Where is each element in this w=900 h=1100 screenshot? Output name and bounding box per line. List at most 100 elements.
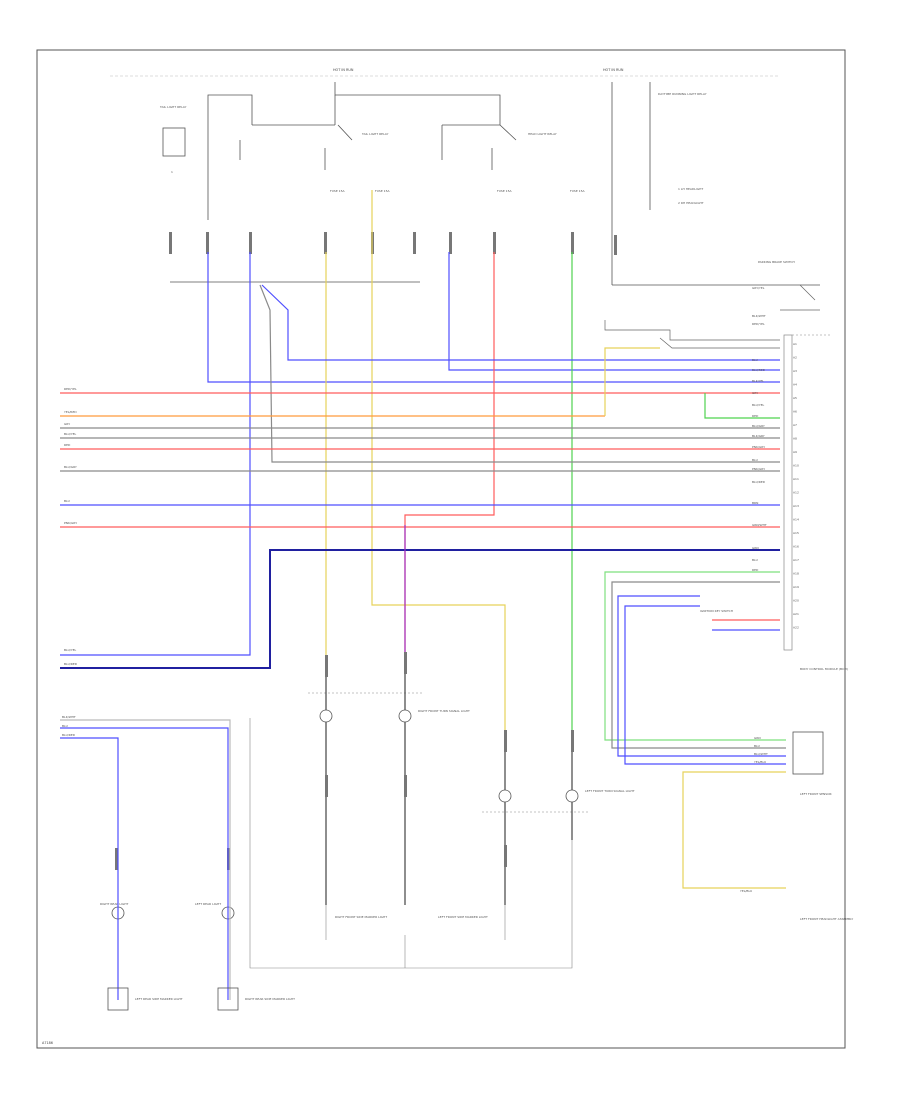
sensor-wire-label: YEL/BLU: [754, 760, 766, 764]
connector-tag: A16: [793, 545, 799, 549]
lamp-wires: [325, 660, 573, 905]
right-wire-label: BLU: [752, 358, 758, 362]
lamp-rh-rear-bottom: RIGHT REAR SIDE MARKER LIGHT: [245, 997, 295, 1001]
connector-tag: A20: [793, 599, 799, 603]
left-wire-label: BLU/YEL: [64, 432, 77, 436]
right-wire-label: BLK/YEL: [752, 379, 764, 383]
left-wire-label: PNK/GRY: [64, 521, 77, 525]
right-wire-label: BLU/YEL: [752, 403, 765, 407]
connector-tag: A15: [793, 531, 799, 535]
drl-relay-note: DAYTIME RUNNING LIGHT RELAY: [658, 92, 707, 96]
right-wire-label: BRN: [752, 501, 758, 505]
sensor-module-label: LEFT FRONT SENSOR: [800, 792, 832, 796]
right-wire-label: BLU: [752, 558, 758, 562]
left-wire-label: BLU/YEL: [64, 648, 77, 652]
right-wire-label: BLU/RED: [752, 368, 766, 372]
wire-blue-1: [207, 252, 780, 383]
page-border: [36, 49, 846, 1049]
connector-tag: A9: [793, 450, 797, 454]
sensor-module-box: [792, 731, 824, 775]
right-wire-label: GRY/YEL: [752, 286, 765, 290]
lamp-lh-front-turn: LEFT FRONT TURN SIGNAL LIGHT: [585, 789, 635, 793]
left-wire-label: BLU/RED: [64, 662, 78, 666]
connector-tag: A4: [793, 383, 797, 387]
vertical-wires: [60, 190, 780, 735]
lamp-bulb-1: [319, 709, 333, 723]
connector-tag: A12: [793, 491, 799, 495]
wire-gray-1: [259, 284, 780, 463]
tail-relay-block: [162, 127, 186, 157]
switch-right-label: HEAD LIGHT RELAY: [528, 132, 557, 136]
connector-tag: A2: [793, 356, 797, 360]
sensor-wire-label: BLU/WHT: [754, 752, 768, 756]
switch-left-label: TAIL LIGHT RELAY: [361, 132, 389, 136]
rear-ground-block-1: [107, 987, 129, 1011]
connector-tag: A5: [793, 396, 797, 400]
right-wire-label: GRY: [752, 391, 758, 395]
connector-tag: A3: [793, 369, 797, 373]
connector-tag: A6: [793, 410, 797, 414]
sensor-wires: [604, 571, 786, 889]
lamp-bulbs: [111, 709, 579, 920]
lamp-rh-rear: RIGHT REAR LIGHT: [100, 902, 129, 906]
left-wire-label: RED/YEL: [64, 387, 77, 391]
right-wire-label: PNK/GRY: [752, 467, 765, 471]
connector-tag: A8: [793, 437, 797, 441]
left-wire-labels: RED/YELYEL/REDGRYBLU/YELREDBLU/GRYBLUPNK…: [64, 387, 78, 666]
bottom-left-wire-label: BLU/RED: [62, 733, 76, 737]
left-fuse-label: HOT IN RUN: [333, 68, 354, 72]
right-wire-label: BLK/GRY: [752, 434, 765, 438]
page-ref: A7186: [42, 1041, 53, 1045]
mid-right-label: IGNITION KEY SWITCH: [700, 609, 733, 613]
wire-blue-3: [448, 252, 780, 371]
right-fuse-label: HOT IN RUN: [603, 68, 624, 72]
fuse-label-3: FUSE 15A: [497, 189, 512, 193]
right-wire-labels: GRY/YELBLK/WHTRED/YELBLUBLU/REDBLK/YELGR…: [752, 286, 767, 572]
h-wire-orange-up: [604, 347, 660, 416]
note-1: 1 LH HEADLIGHT: [678, 187, 703, 191]
connector-tag: A7: [793, 423, 797, 427]
lamp-bulb-3: [498, 789, 512, 803]
lamp-rh-side-marker: RIGHT FRONT SIDE MARKER LIGHT: [335, 915, 387, 919]
h-wire-darkblue: [60, 549, 780, 669]
connector-tag: A10: [793, 464, 799, 468]
right-wire-label: BLK/WHT: [752, 314, 766, 318]
rear-ground-block-2: [217, 987, 239, 1011]
horizontal-wires: [60, 347, 780, 669]
bottom-right-wire-label: YEL/BLU: [740, 889, 752, 893]
sensor-wire-label: GRN: [754, 736, 761, 740]
tail-relay-title: TAIL LIGHT RELAY: [159, 105, 187, 109]
lamp-lh-rear: LEFT REAR LIGHT: [195, 902, 221, 906]
connector-tag: A1: [793, 342, 797, 346]
left-wire-label: YEL/RED: [64, 410, 77, 414]
bottom-right-label: LEFT FRONT HEADLIGHT ASSEMBLY: [800, 917, 853, 921]
right-wire-label: BLU: [752, 458, 758, 462]
lamp-lh-rear-bottom: LEFT REAR SIDE MARKER LIGHT: [135, 997, 183, 1001]
connector-tag: A17: [793, 558, 799, 562]
wire-black-1: [261, 284, 780, 361]
bcm-connector-rail: [783, 334, 793, 651]
lamp-bulb-2: [398, 709, 412, 723]
fuse-label-2: FUSE 15A: [375, 189, 390, 193]
wire-yellow-2: [371, 190, 506, 735]
left-wire-label: BLU: [64, 499, 70, 503]
lamp-frame: [249, 692, 590, 969]
bottom-left-wire-label: BLU: [62, 724, 68, 728]
lamp-bulb-4: [565, 789, 579, 803]
connector-tag: A18: [793, 572, 799, 576]
parking-brake-label: PARKING BRAKE SWITCH: [758, 260, 795, 264]
left-wire-label: RED: [64, 443, 71, 447]
wire-blue-2: [60, 252, 251, 656]
connector-tag: A14: [793, 518, 799, 522]
connector-tag: A19: [793, 585, 799, 589]
right-wire-label: BLU/RED: [752, 480, 766, 484]
left-wire-label: GRY: [64, 422, 70, 426]
h-wire-green: [704, 393, 780, 419]
right-wire-label: GRN: [752, 546, 759, 550]
lamp-lh-side-marker: LEFT FRONT SIDE MARKER LIGHT: [438, 915, 488, 919]
right-wire-label: BLU/GRY: [752, 424, 765, 428]
